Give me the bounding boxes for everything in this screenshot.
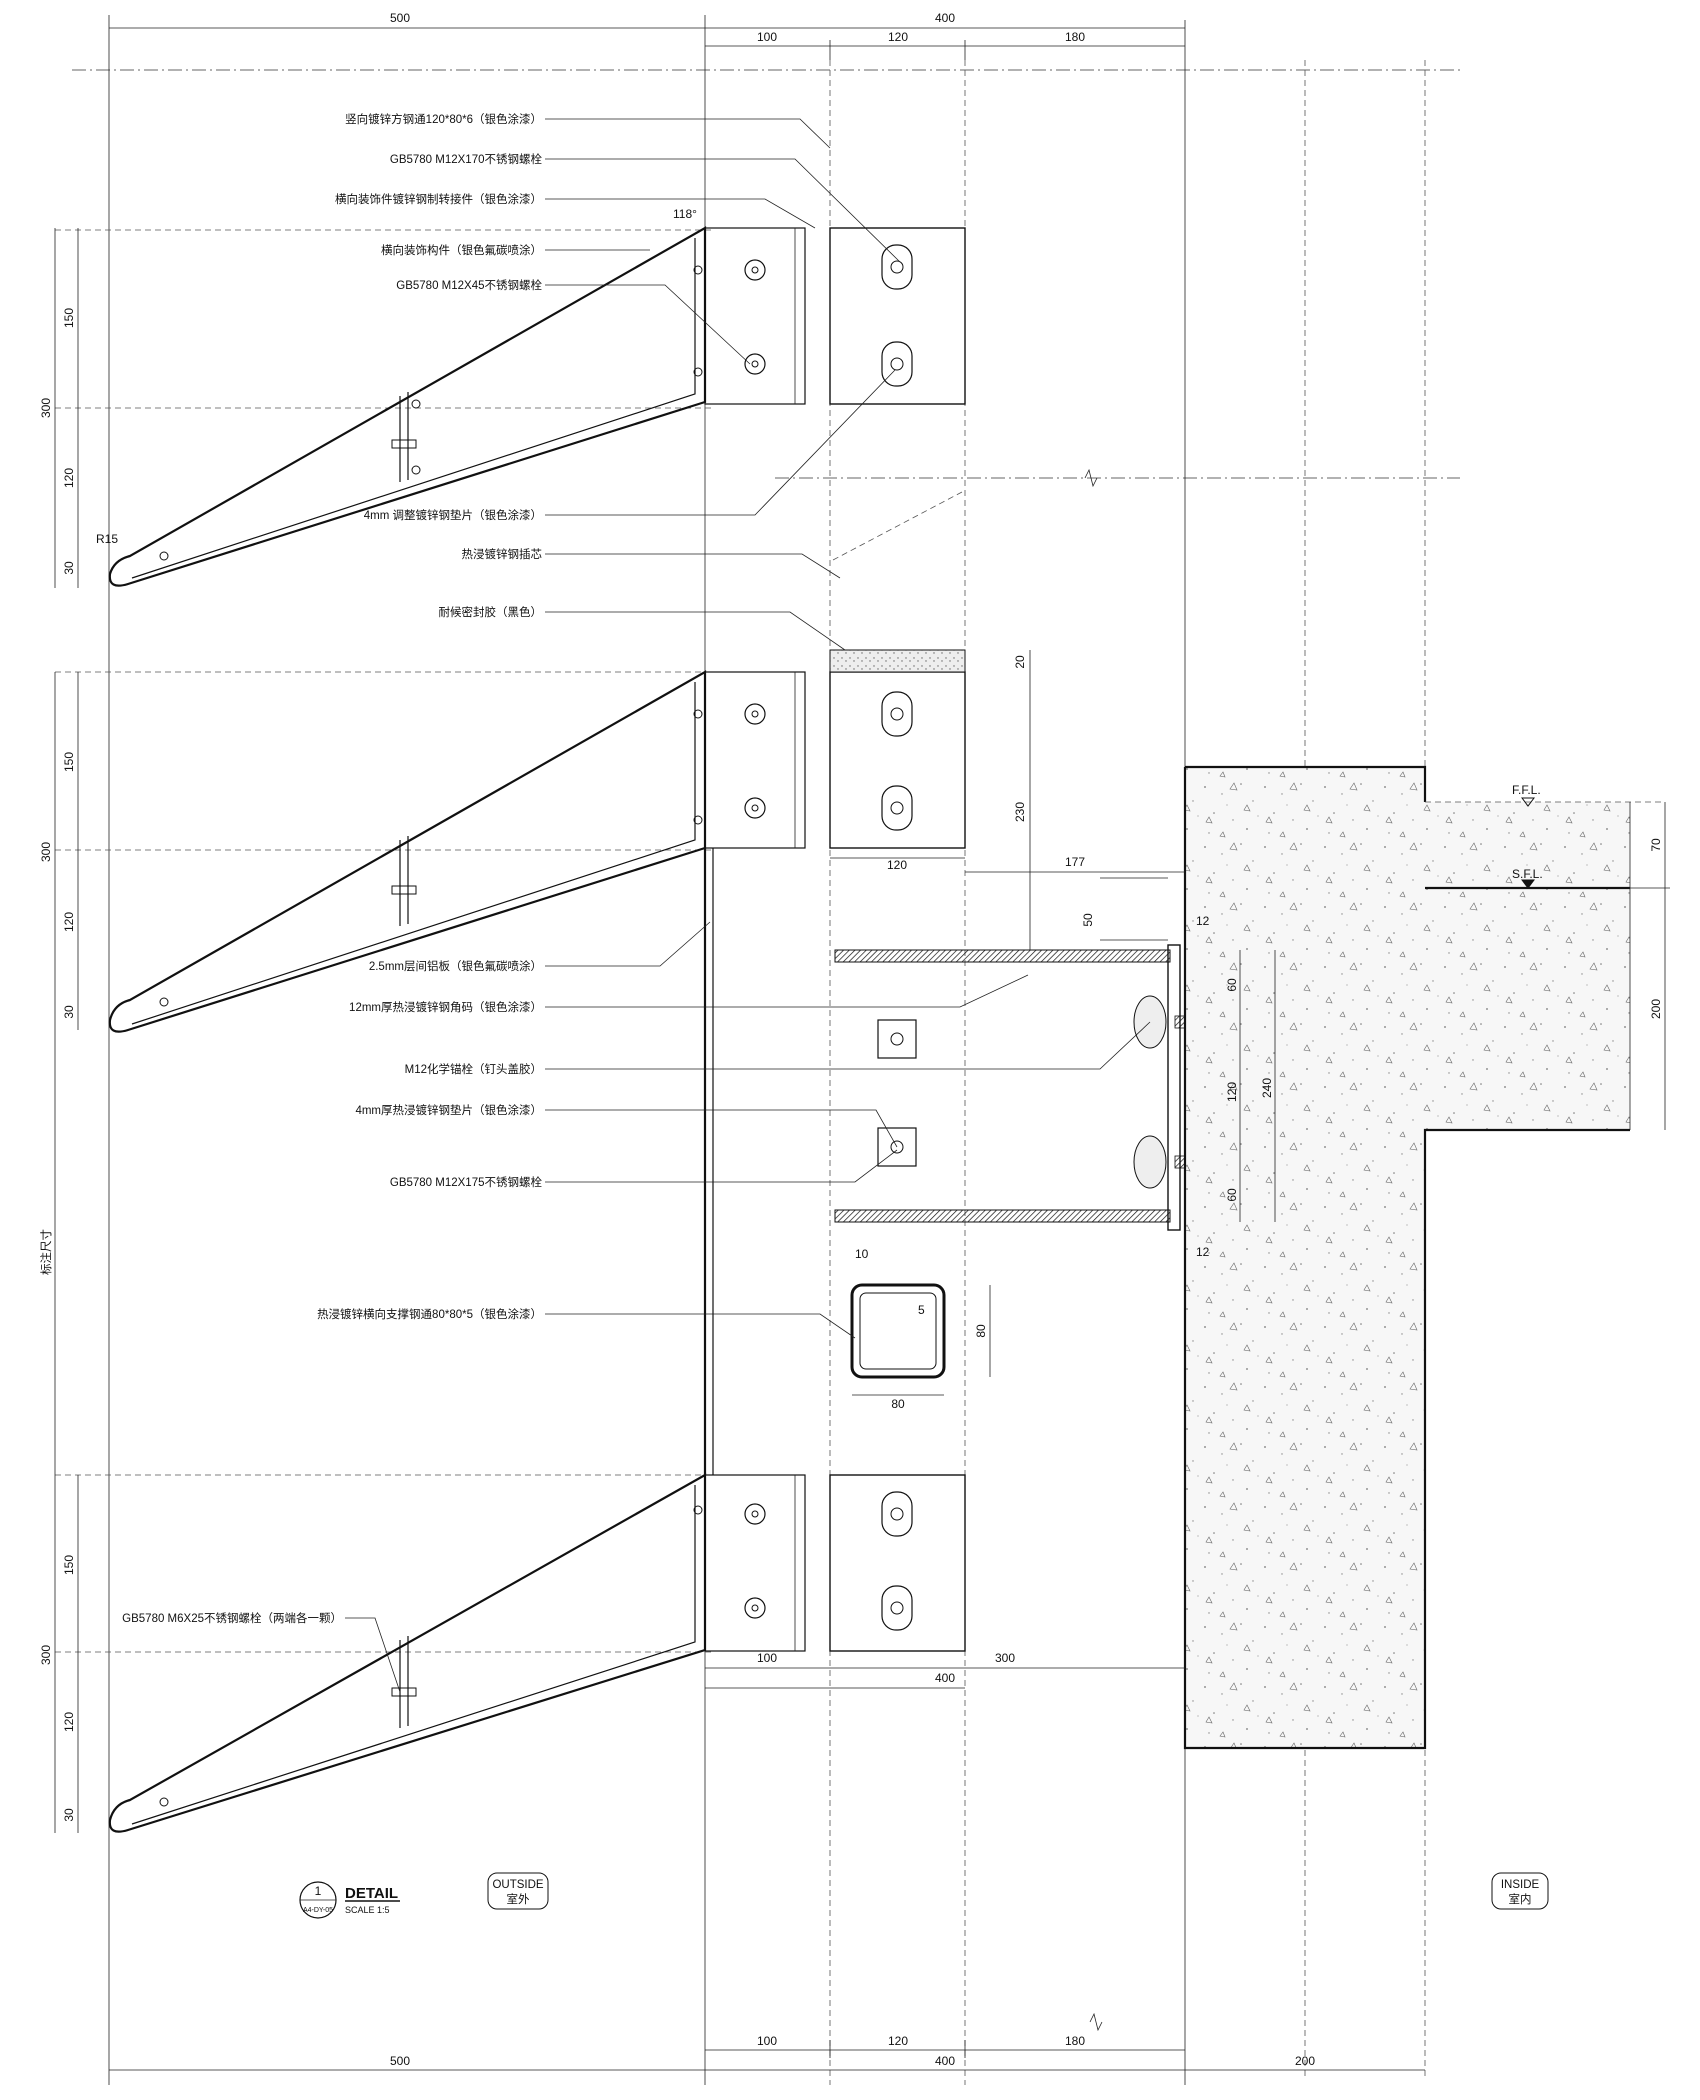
dim-left-floor: 标注尺寸 — [39, 1229, 53, 1275]
dim-177: 177 — [1065, 855, 1085, 869]
zone-outside-en: OUTSIDE — [492, 1879, 543, 1891]
dim-60-bottom: 60 — [1225, 1188, 1239, 1202]
dim-top-100: 100 — [757, 30, 777, 44]
label-adjust-shim: 4mm 调整镀锌钢垫片（银色涂漆） — [364, 508, 542, 522]
dim-bottom-200: 200 — [1295, 2054, 1315, 2068]
annotation-leaders — [345, 118, 1151, 1693]
level-markers: F.F.L. S.F.L. — [1512, 783, 1543, 889]
label-chemical-anchor: M12化学锚栓（钉头盖胶） — [405, 1062, 542, 1076]
vertical-steel-tube — [829, 227, 966, 1652]
dim-400-base: 400 — [935, 1671, 955, 1685]
dim-left-150-c: 150 — [62, 1555, 76, 1575]
label-vertical-steel-tube: 竖向镀锌方钢通120*80*6（银色涂漆） — [345, 112, 542, 126]
dim-left-300-b: 300 — [39, 842, 53, 862]
label-steel-insert: 热浸镀锌钢插芯 — [462, 547, 543, 561]
level-sfl: S.F.L. — [1512, 867, 1543, 881]
dim-50: 50 — [1081, 913, 1095, 927]
dim-bottom-100: 100 — [757, 2034, 777, 2048]
level-ffl: F.F.L. — [1512, 783, 1541, 797]
dim-80-horizontal: 80 — [891, 1397, 905, 1411]
zone-outside-cn: 室外 — [507, 1892, 530, 1906]
label-steel-shim: 4mm厚热浸镀锌钢垫片（银色涂漆） — [355, 1103, 542, 1117]
zone-tags: OUTSIDE 室外 INSIDE 室内 — [487, 1872, 1549, 1910]
dim-top-400: 400 — [935, 11, 955, 25]
dim-300-base: 300 — [995, 1651, 1015, 1665]
dim-left-30-c: 30 — [62, 1808, 76, 1822]
label-support-tube: 热浸镀锌横向支撑钢通80*80*5（银色涂漆） — [317, 1307, 542, 1321]
dim-bottom-500: 500 — [390, 2054, 410, 2068]
dim-60-top: 60 — [1225, 978, 1239, 992]
dim-left-300-c: 300 — [39, 1645, 53, 1665]
dim-20: 20 — [1013, 655, 1027, 669]
dim-left-120-a: 120 — [62, 468, 76, 488]
label-bolt-m12x170: GB5780 M12X170不锈钢螺栓 — [390, 152, 543, 166]
bottom-dimensions: 100 120 180 500 400 200 — [109, 2034, 1425, 2071]
detail-title: DETAIL — [345, 1885, 398, 1902]
label-steel-angle: 12mm厚热浸镀锌钢角码（银色涂漆） — [349, 1000, 542, 1014]
label-bolt-m12x175: GB5780 M12X175不锈钢螺栓 — [390, 1175, 543, 1189]
dim-bottom-400: 400 — [935, 2054, 955, 2068]
dim-left-30-a: 30 — [62, 561, 76, 575]
detail-dimensions: 20 230 120 177 50 12 12 60 120 60 240 70… — [705, 650, 1663, 1689]
dim-top-120: 120 — [888, 30, 908, 44]
dim-80-vertical: 80 — [974, 1324, 988, 1338]
dim-left-120-b: 120 — [62, 912, 76, 932]
dim-left-120-c: 120 — [62, 1712, 76, 1732]
dim-bottom-120: 120 — [888, 2034, 908, 2048]
label-bolt-m6x25: GB5780 M6X25不锈钢螺栓（两端各一颗） — [122, 1611, 342, 1625]
label-sealant: 耐候密封胶（黑色） — [439, 605, 543, 619]
top-dimensions: 500 400 100 120 180 — [109, 11, 1185, 60]
left-dimensions: 300 150 120 30 300 150 120 30 标注尺寸 300 1… — [39, 228, 79, 1833]
interfloor-aluminium-panel — [703, 848, 714, 1475]
dim-240: 240 — [1260, 1078, 1274, 1098]
dim-left-300-a: 300 — [39, 398, 53, 418]
slotted-bolts — [877, 244, 917, 1631]
zone-inside-cn: 室内 — [1509, 1892, 1532, 1906]
zone-inside-en: INSIDE — [1501, 1879, 1540, 1891]
dim-200-slab: 200 — [1649, 999, 1663, 1019]
dim-left-150-b: 150 — [62, 752, 76, 772]
detail-title-block: 1 A4-DY-05 DETAIL SCALE 1:5 — [299, 1881, 400, 1919]
detail-ref: A4-DY-05 — [303, 1907, 333, 1914]
dim-left-150-a: 150 — [62, 308, 76, 328]
decorative-fin-3 — [108, 1473, 806, 1833]
radius-r15: R15 — [96, 532, 118, 546]
annotation-labels: 竖向镀锌方钢通120*80*6（银色涂漆） GB5780 M12X170不锈钢螺… — [122, 112, 542, 1625]
label-bolt-m12x45: GB5780 M12X45不锈钢螺栓 — [396, 278, 542, 292]
dim-12-bottom: 12 — [1196, 1245, 1210, 1259]
dim-5: 5 — [918, 1303, 925, 1317]
concrete-slab — [1183, 765, 1670, 1750]
decorative-fin-2 — [108, 670, 806, 1033]
decorative-fin-1: R15 118° — [96, 207, 806, 587]
dim-top-180: 180 — [1065, 30, 1085, 44]
dim-70: 70 — [1649, 838, 1663, 852]
dim-12-top: 12 — [1196, 914, 1210, 928]
label-steel-adapter: 横向装饰件镀锌钢制转接件（银色涂漆） — [335, 192, 542, 206]
dim-120-anchor: 120 — [1225, 1082, 1239, 1102]
dim-bottom-180: 180 — [1065, 2034, 1085, 2048]
detail-number: 1 — [315, 1884, 322, 1898]
dim-left-30-b: 30 — [62, 1005, 76, 1019]
detail-scale: SCALE 1:5 — [345, 1905, 390, 1915]
label-decorative-member: 横向装饰构件（银色氟碳喷涂） — [381, 243, 542, 257]
label-aluminium-panel: 2.5mm层间铝板（银色氟碳喷涂） — [369, 959, 542, 973]
dim-120-bracket: 120 — [887, 858, 907, 872]
dim-230: 230 — [1013, 802, 1027, 822]
dim-top-500: 500 — [390, 11, 410, 25]
angle-118: 118° — [673, 207, 697, 221]
dim-100-base: 100 — [757, 1651, 777, 1665]
dim-10: 10 — [855, 1247, 869, 1261]
